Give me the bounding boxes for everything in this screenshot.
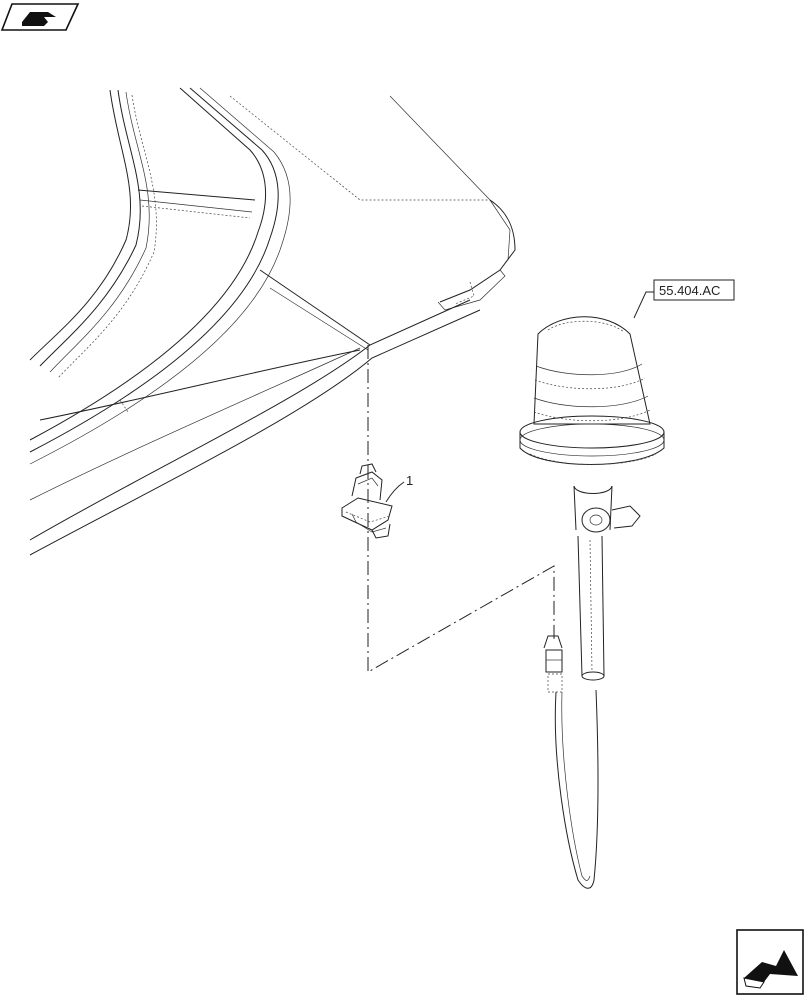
beacon-light xyxy=(519,316,665,889)
arrow-icon xyxy=(736,929,804,995)
item-1-leader xyxy=(385,481,405,503)
reference-label[interactable]: 55.404.AC xyxy=(659,283,720,298)
reference-leader xyxy=(633,291,654,319)
reference-callout[interactable]: 55.404.AC xyxy=(653,279,735,301)
item-number-label: 1 xyxy=(406,473,413,488)
connector-part xyxy=(341,463,393,539)
machine-body xyxy=(29,87,516,556)
hand-pointing-icon xyxy=(0,3,80,31)
wiring-route xyxy=(367,345,555,673)
